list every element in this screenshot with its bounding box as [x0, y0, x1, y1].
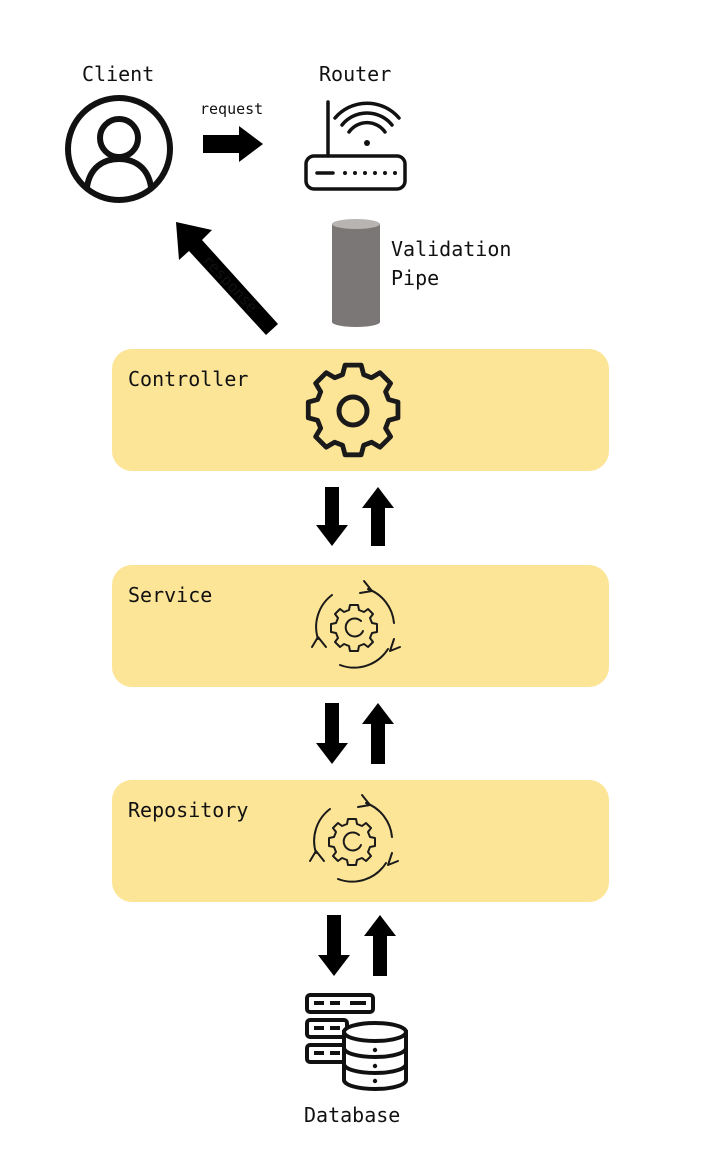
response-arrow: [176, 222, 278, 335]
client-label: Client: [82, 62, 155, 86]
gear-icon: [305, 362, 401, 458]
service-repository-arrows: [316, 703, 394, 764]
request-label: request: [200, 100, 264, 118]
cylinder-icon: [332, 219, 380, 327]
controller-service-arrows: [316, 487, 394, 546]
user-icon: [65, 95, 173, 203]
request-arrow: [203, 126, 263, 162]
router-label: Router: [319, 62, 392, 86]
database-label: Database: [304, 1103, 401, 1127]
validation-pipe-label-line1: Validation: [391, 237, 512, 261]
controller-title: Controller: [128, 367, 249, 391]
repository-database-arrows: [318, 915, 396, 976]
gear-cycle-icon: [311, 580, 401, 669]
validation-pipe-label-line2: Pipe: [391, 266, 440, 290]
router-icon: [304, 100, 407, 191]
gear-cycle-icon: [309, 794, 399, 883]
repository-title: Repository: [128, 798, 249, 822]
service-title: Service: [128, 583, 213, 607]
database-server-icon: [305, 993, 408, 1091]
